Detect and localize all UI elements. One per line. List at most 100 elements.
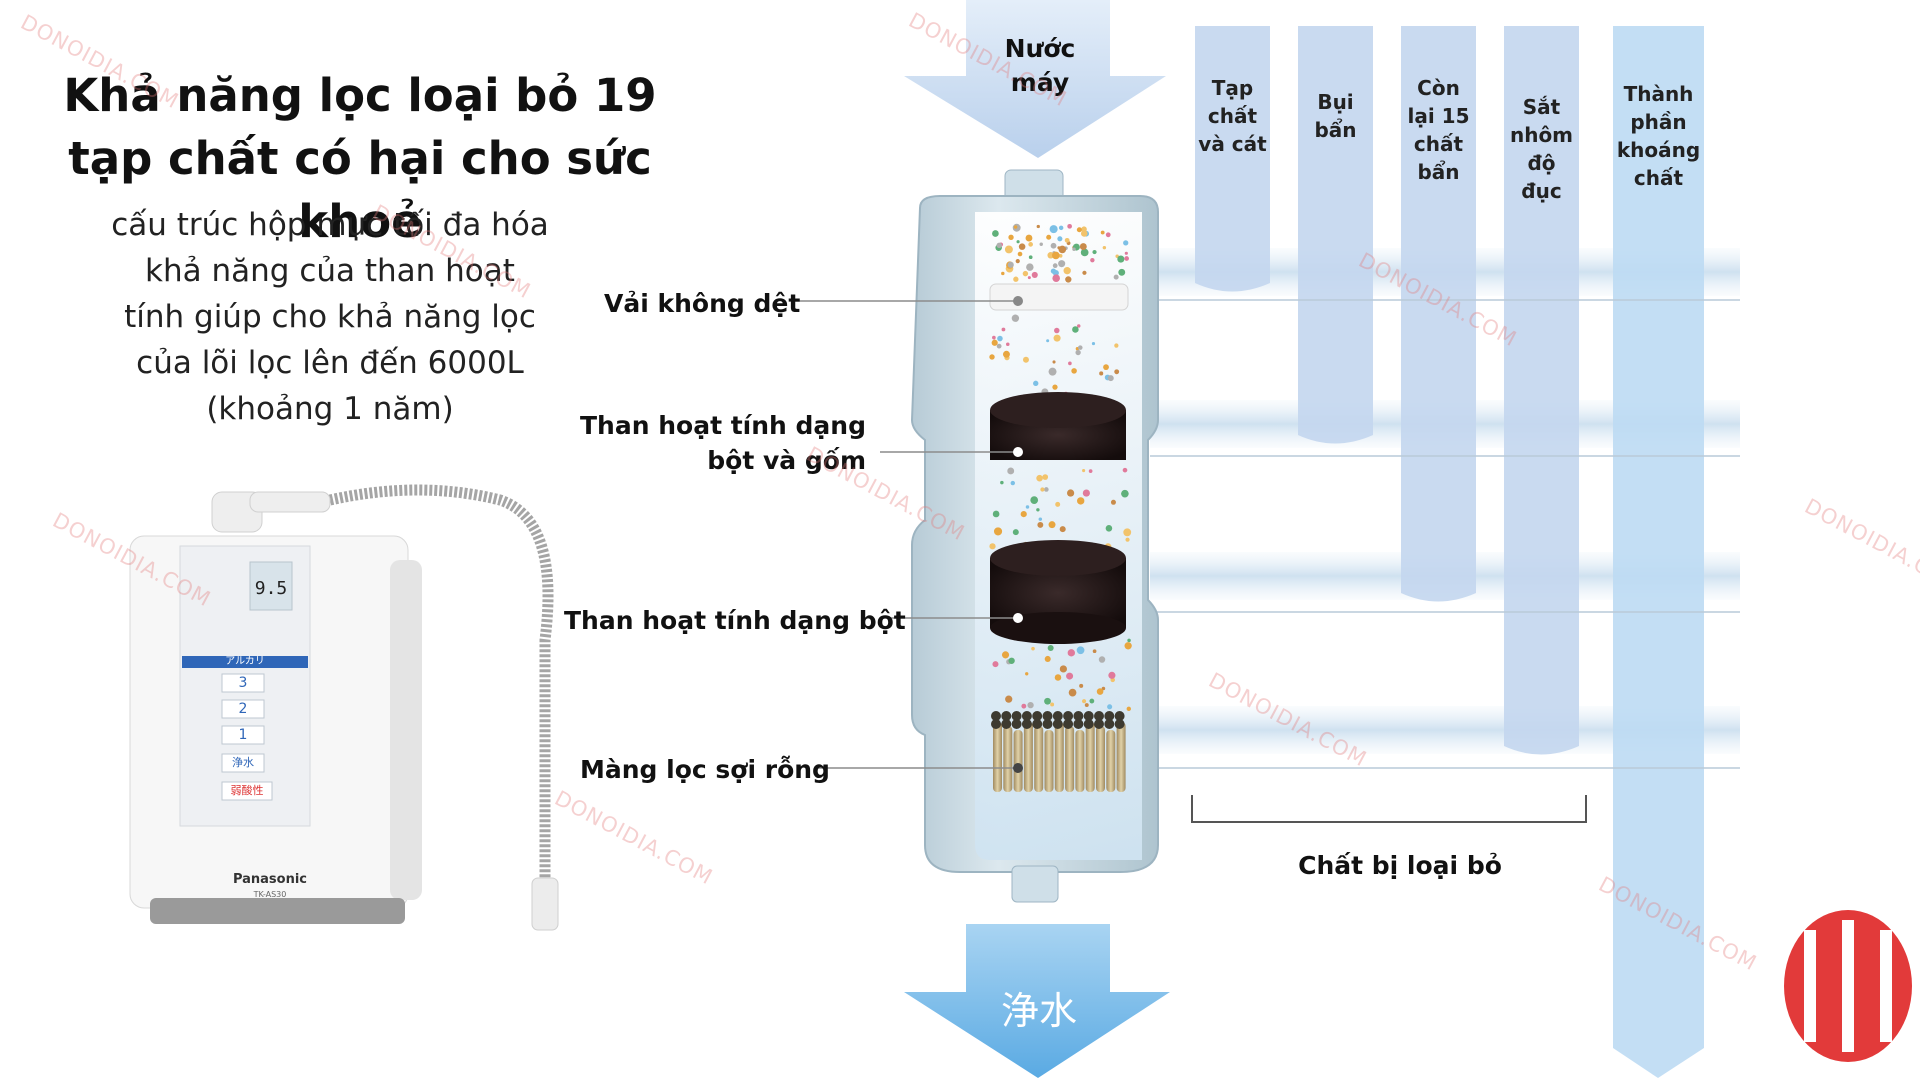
particle <box>1005 695 1013 703</box>
particle <box>1117 255 1125 263</box>
fiber-end <box>1042 711 1053 721</box>
fiber-end <box>1114 711 1125 721</box>
subtitle-line: của lõi lọc lên đến 6000L <box>136 345 524 381</box>
subtitle-line: khả năng của than hoạt <box>145 253 515 289</box>
removed-label: Chất bị loại bỏ <box>1298 851 1502 880</box>
particle <box>1059 526 1066 533</box>
particle <box>1044 655 1051 662</box>
column-label-remaining-15: Còn lại 15 chất bẩn <box>1401 74 1476 186</box>
particle <box>1046 339 1050 343</box>
fiber-end <box>1104 711 1115 721</box>
particle <box>1105 524 1113 532</box>
fiber-end <box>1114 719 1125 729</box>
particle <box>1082 489 1090 497</box>
particle <box>1052 269 1059 277</box>
particle <box>1004 245 1013 254</box>
particle <box>1047 252 1054 259</box>
layer-label-carbon-ceramic: Than hoạt tính dạng bột và gốm <box>580 408 866 478</box>
column-label-iron-aluminum: Sắt nhôm độ đục <box>1504 93 1579 205</box>
column-label-line: bẩn <box>1314 118 1357 142</box>
particle <box>1017 251 1023 257</box>
ionizer-device <box>129 484 559 931</box>
particle <box>1066 672 1074 680</box>
particle <box>1001 271 1005 276</box>
particle <box>1080 230 1088 237</box>
device-band-label: アルカリ <box>225 656 265 667</box>
fiber-end <box>1073 719 1084 729</box>
particle <box>1077 324 1081 328</box>
particle <box>1021 703 1027 709</box>
column-label-line: Bụi <box>1317 90 1354 114</box>
particle <box>1099 371 1104 376</box>
column-label-line: khoáng <box>1616 138 1701 162</box>
particle <box>1048 367 1057 376</box>
particle <box>992 661 999 668</box>
hollow-fiber <box>1065 726 1075 792</box>
particle <box>1072 247 1076 251</box>
hollow-fiber <box>1013 730 1023 792</box>
particle <box>1068 361 1072 366</box>
particle <box>1006 342 1010 347</box>
particle <box>1027 701 1034 709</box>
fiber-end <box>1042 719 1053 729</box>
fiber-end <box>1032 719 1043 729</box>
particle <box>1008 234 1014 240</box>
particle <box>1007 261 1014 268</box>
particle <box>992 230 999 237</box>
hollow-fiber <box>1096 726 1105 792</box>
particle <box>997 335 1003 342</box>
column-label-line: nhôm <box>1509 123 1574 147</box>
column-label-line: bẩn <box>1417 160 1460 184</box>
subtitle: cấu trúc hộp mực tối đa hóa khả năng của… <box>90 202 570 432</box>
particle <box>1127 638 1131 643</box>
hollow-fiber <box>1003 726 1013 792</box>
particle <box>1001 651 1010 659</box>
particle <box>1067 649 1075 657</box>
mineral-column <box>1613 26 1704 1078</box>
removed-bracket <box>1191 795 1587 823</box>
particle <box>1013 276 1019 282</box>
particle <box>1053 334 1061 342</box>
particle <box>1088 469 1093 473</box>
fiber-end <box>1001 711 1012 721</box>
particle <box>1027 276 1031 280</box>
particle <box>1125 537 1130 542</box>
particle <box>1096 688 1104 695</box>
subtitle-line: tính giúp cho khả năng lọc <box>124 299 536 335</box>
stage-lines <box>1150 299 1740 769</box>
particle <box>1030 496 1039 504</box>
particle <box>1082 469 1086 473</box>
particle <box>1058 254 1063 258</box>
particle <box>1057 236 1063 242</box>
fiber-end <box>1073 711 1084 721</box>
particle <box>1118 268 1126 276</box>
particle <box>992 335 996 340</box>
particle <box>1114 343 1119 348</box>
particle <box>1039 242 1043 246</box>
particle <box>1068 688 1077 697</box>
column-label-line: độ đục <box>1521 151 1562 203</box>
particle <box>1026 263 1034 271</box>
particle <box>1049 225 1058 234</box>
fiber-end <box>991 711 1001 721</box>
subtitle-line: (khoảng 1 năm) <box>206 391 454 427</box>
particle <box>1007 467 1015 475</box>
particle <box>1071 368 1077 374</box>
particle <box>1058 225 1064 231</box>
particle <box>1052 251 1060 260</box>
column-label-line: chất <box>1633 166 1684 190</box>
hollow-fiber <box>1116 722 1126 792</box>
particle <box>1036 508 1040 512</box>
column-label-line: Tạp <box>1211 76 1254 100</box>
particle <box>993 527 1003 536</box>
particle <box>1040 487 1045 492</box>
device-mode-acid: 弱酸性 <box>230 784 264 797</box>
particle <box>989 543 996 550</box>
particle <box>1038 517 1043 521</box>
particle <box>1037 521 1044 528</box>
particle <box>1042 474 1049 480</box>
column-label-line: chất <box>1207 104 1258 128</box>
particle <box>1089 698 1095 704</box>
particle <box>1100 230 1105 235</box>
particle <box>1046 234 1052 240</box>
